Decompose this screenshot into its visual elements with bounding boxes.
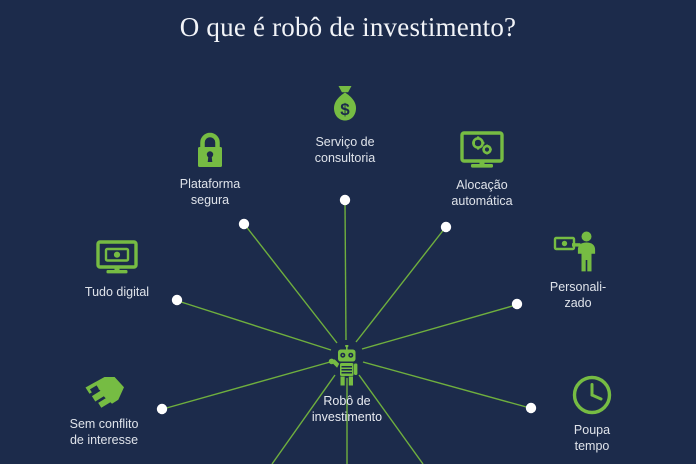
- person-money-icon: [503, 231, 653, 273]
- spoke-dot-personalizado: [511, 298, 523, 310]
- spoke-dot-poupa-tempo: [525, 402, 537, 414]
- node-center-robo-investimento[interactable]: Robô de investimento: [272, 344, 422, 425]
- monitor-money-icon: [42, 240, 192, 278]
- spoke-line-sem-conflito: [162, 361, 331, 410]
- node-label: Tudo digital: [84, 285, 150, 299]
- money-bag-icon: $: [270, 84, 420, 128]
- node-label: Sem conflito de interesse: [69, 417, 139, 447]
- node-personalizado[interactable]: Personali- zado: [503, 231, 653, 311]
- node-label: Alocação automática: [451, 178, 513, 208]
- node-label: Plataforma segura: [179, 177, 241, 207]
- node-plataforma-segura[interactable]: Plataforma segura: [135, 130, 285, 208]
- page-title: O que é robô de investimento?: [179, 12, 517, 42]
- node-poupa-tempo[interactable]: Poupa tempo: [517, 374, 667, 454]
- robot-icon: [272, 344, 422, 387]
- node-label: Serviço de consultoria: [314, 135, 376, 165]
- handshake-icon: [29, 374, 179, 410]
- spoke-line-alocacao-automatica: [355, 227, 446, 343]
- spoke-dot-sem-conflito: [156, 403, 168, 415]
- spoke-dot-servico-consultoria: [339, 194, 351, 206]
- node-label: Robô de investimento: [311, 394, 383, 424]
- spoke-line-servico-consultoria: [344, 201, 347, 341]
- node-label: Poupa tempo: [573, 423, 611, 453]
- node-sem-conflito[interactable]: Sem conflito de interesse: [29, 374, 179, 448]
- spoke-line-bottom-right: [358, 374, 424, 464]
- spoke-line-plataforma-segura: [244, 224, 338, 344]
- clock-icon: [517, 374, 667, 416]
- node-tudo-digital[interactable]: Tudo digital: [42, 240, 192, 300]
- spoke-dot-tudo-digital: [171, 294, 183, 306]
- lock-icon: [135, 130, 285, 170]
- spoke-line-tudo-digital: [177, 300, 332, 351]
- spoke-line-personalizado: [361, 304, 517, 350]
- spoke-dot-plataforma-segura: [238, 218, 250, 230]
- spoke-line-poupa-tempo: [362, 361, 531, 409]
- spoke-line-bottom-left: [271, 374, 336, 464]
- node-servico-consultoria[interactable]: $ Serviço de consultoria: [270, 84, 420, 166]
- svg-text:$: $: [340, 100, 350, 119]
- spoke-dot-alocacao-automatica: [440, 221, 452, 233]
- monitor-gears-icon: [407, 131, 557, 171]
- node-alocacao-automatica[interactable]: Alocação automática: [407, 131, 557, 209]
- node-label: Personali- zado: [549, 280, 607, 310]
